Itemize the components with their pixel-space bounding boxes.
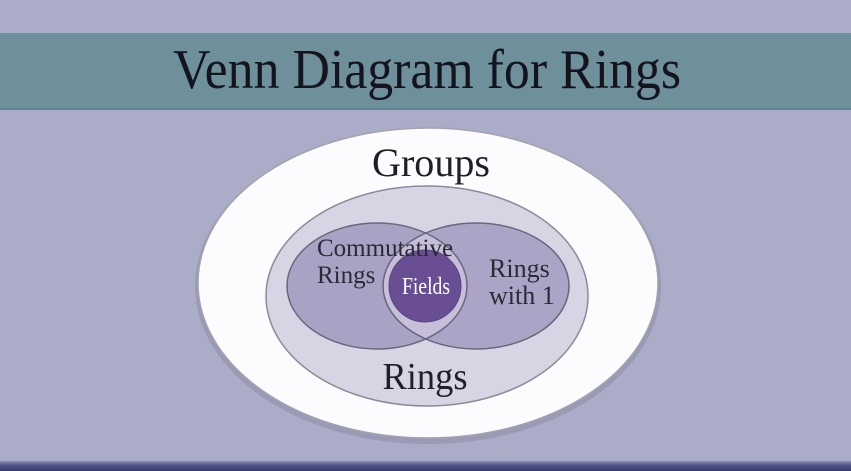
slide-title: Venn Diagram for Rings — [173, 39, 681, 101]
rings-with-one-label-line2: with 1 — [489, 281, 555, 310]
commutative-rings-label-line1: Commutative — [317, 235, 453, 262]
commutative-rings-ellipse-outline — [286, 222, 468, 350]
fields-label: Fields — [402, 274, 450, 300]
title-banner-bottom-edge — [0, 108, 851, 110]
rings-with-one-ellipse-outline — [382, 222, 570, 350]
rings-label: Rings — [383, 356, 468, 398]
title-banner — [0, 33, 851, 110]
bottom-bar — [0, 461, 851, 471]
commutative-rings-label-line2: Rings — [317, 262, 375, 289]
fields-circle — [388, 249, 462, 323]
rings-with-one-label-line1: Rings — [489, 254, 550, 283]
groups-label: Groups — [372, 140, 490, 185]
